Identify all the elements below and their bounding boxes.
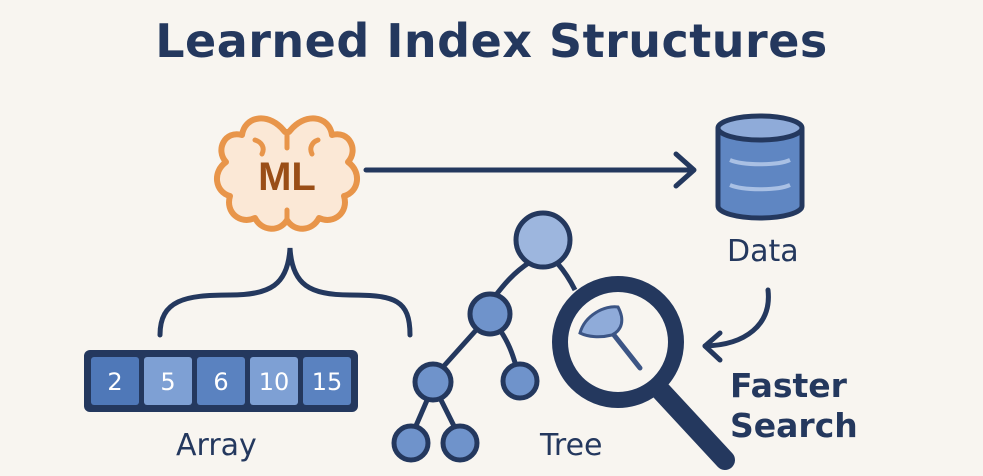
tree-graphic (391, 210, 578, 463)
array-cell: 2 (107, 368, 122, 396)
search-label: Search (730, 406, 858, 445)
array-cell: 5 (160, 368, 175, 396)
magnifier-icon (552, 276, 735, 470)
array-label: Array (176, 428, 257, 463)
curved-arrow-icon (702, 287, 771, 363)
page-title: Learned Index Structures (155, 14, 828, 68)
tree-label: Tree (540, 428, 603, 463)
database-icon (715, 113, 805, 221)
array-cell: 10 (259, 368, 290, 396)
data-label: Data (727, 234, 799, 269)
array-graphic (84, 350, 358, 412)
faster-label: Faster (730, 366, 847, 405)
brace-connector (157, 247, 413, 338)
array-cell: 6 (213, 368, 228, 396)
brain-icon (214, 115, 360, 232)
array-cell: 15 (312, 368, 343, 396)
ml-label: ML (258, 155, 316, 199)
arrow-right-icon (363, 151, 697, 189)
